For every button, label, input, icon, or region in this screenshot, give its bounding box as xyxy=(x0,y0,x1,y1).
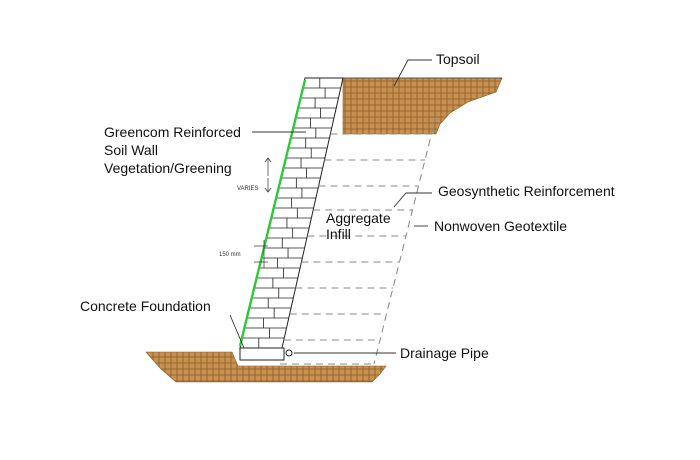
vegetation-greening-line xyxy=(238,79,307,347)
foundation-soil xyxy=(145,351,387,383)
varies-dimension-text: VARIES xyxy=(237,186,259,192)
wall-label-line1: Greencom Reinforced xyxy=(104,124,241,140)
foundation-leader xyxy=(229,314,245,349)
wall-label-line3: Vegetation/Greening xyxy=(104,160,232,176)
topsoil-label: Topsoil xyxy=(436,51,480,67)
drainage-pipe xyxy=(285,349,293,357)
geosynthetic-label: Geosynthetic Reinforcement xyxy=(438,183,615,199)
concrete-foundation xyxy=(239,347,285,361)
foundation-label: Concrete Foundation xyxy=(80,298,211,314)
dimension-marks xyxy=(254,157,272,268)
geotextile-label: Nonwoven Geotextile xyxy=(434,218,567,234)
aggregate-label-line2: Infill xyxy=(326,226,351,242)
drainage-label: Drainage Pipe xyxy=(400,345,489,361)
topsoil-leader xyxy=(393,59,432,87)
geosynthetic-leader xyxy=(393,192,432,208)
geotextile-line xyxy=(373,115,437,365)
aggregate-label-line1: Aggregate xyxy=(326,210,391,226)
reinforcement-layers xyxy=(283,133,432,341)
spacing-dimension-text: 150 mm xyxy=(219,252,241,258)
leader-lines xyxy=(229,59,432,354)
topsoil-layer xyxy=(342,77,503,135)
wall-label-line2: Soil Wall xyxy=(104,142,158,158)
